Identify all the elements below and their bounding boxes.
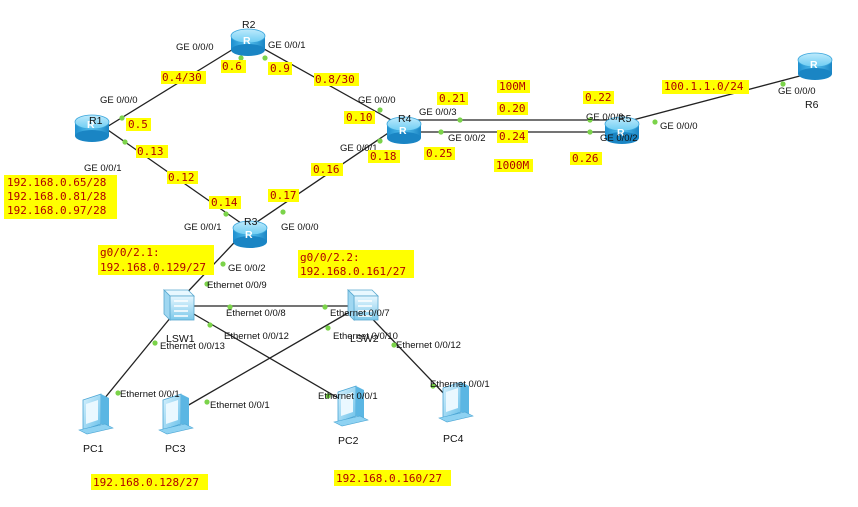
port-label: Ethernet 0/0/1: [120, 389, 180, 400]
port-label: GE 0/0/2: [228, 263, 266, 274]
address-label: 0.5: [128, 118, 148, 131]
subnet-label: 192.168.0.160/27: [336, 472, 442, 485]
router-R3[interactable]: R R3: [232, 216, 268, 249]
switch-LSW2[interactable]: LSW2: [347, 289, 379, 345]
port-label: GE 0/0/0: [358, 95, 396, 106]
address-label: 192.168.0.129/27: [100, 261, 206, 274]
address-label: 0.9: [270, 62, 290, 75]
router-R4[interactable]: R R4: [386, 113, 422, 145]
router-R1[interactable]: R R1: [74, 114, 110, 143]
router-icon-letter: R: [810, 59, 818, 71]
device-name: R2: [242, 19, 256, 31]
router-R5[interactable]: R R5: [604, 113, 640, 145]
address-label: 0.22: [585, 91, 612, 104]
port-label: Ethernet 0/0/10: [333, 331, 398, 342]
address-label: 0.17: [270, 189, 297, 202]
address-label: 0.13: [137, 145, 164, 158]
address-label: 0.10: [346, 111, 373, 124]
device-name: R5: [618, 113, 632, 125]
device-name: R6: [805, 99, 819, 111]
device-name: LSW2: [350, 333, 379, 345]
device-name: PC2: [338, 435, 359, 447]
device-name: PC4: [443, 433, 464, 445]
subinterface-label: g0/0/2.2:: [300, 251, 360, 264]
address-label: 0.18: [370, 150, 397, 163]
port-label: Ethernet 0/0/13: [160, 341, 225, 352]
port-label: GE 0/0/0: [778, 86, 816, 97]
bandwidth-label: 1000M: [496, 159, 529, 172]
port-label: Ethernet 0/0/1: [430, 379, 490, 390]
port-label: GE 0/0/0: [100, 95, 138, 106]
router-icon-letter: R: [617, 127, 625, 139]
port-label: Ethernet 0/0/12: [224, 331, 289, 342]
device-name: R4: [398, 113, 412, 125]
port-label: GE 0/0/1: [84, 163, 122, 174]
port-label: GE 0/0/2: [448, 133, 486, 144]
bandwidth-label: 100M: [499, 80, 526, 93]
address-label: 192.168.0.81/28: [7, 190, 106, 203]
router-icon-letter: R: [399, 125, 407, 137]
address-label: 100.1.1.0/24: [664, 80, 744, 93]
subinterface-label: g0/0/2.1:: [100, 246, 160, 259]
address-label: 0.8/30: [315, 73, 355, 86]
address-label: 0.21: [439, 92, 466, 105]
device-name: LSW1: [166, 333, 195, 345]
port-label: Ethernet 0/0/8: [226, 308, 286, 319]
router-icon-letter: R: [87, 119, 95, 131]
port-dots: [115, 55, 786, 405]
port-labels: GE 0/0/0 GE 0/0/1 GE 0/0/0 GE 0/0/1 GE 0…: [84, 40, 816, 411]
address-label: 0.24: [499, 130, 526, 143]
address-label: 192.168.0.65/28: [7, 176, 106, 189]
port-label: GE 0/0/1: [184, 222, 222, 233]
address-label: 0.4/30: [162, 71, 202, 84]
port-label: GE 0/0/3: [586, 112, 624, 123]
device-name: PC3: [165, 443, 186, 455]
switch-LSW1[interactable]: LSW1: [163, 289, 195, 345]
router-R2[interactable]: R R2: [230, 19, 266, 57]
port-label: GE 0/0/0: [281, 222, 319, 233]
address-label: 0.6: [222, 60, 242, 73]
device-name: PC1: [83, 443, 104, 455]
port-label: Ethernet 0/0/12: [396, 340, 461, 351]
port-label: GE 0/0/2: [600, 133, 638, 144]
port-label: GE 0/0/1: [268, 40, 306, 51]
device-name: R3: [244, 216, 258, 228]
pc-PC2[interactable]: PC2: [333, 385, 369, 447]
port-label: GE 0/0/3: [419, 107, 457, 118]
address-labels: 0.4/30 0.6 0.9 0.8/30 0.5 0.13 0.12 0.14…: [4, 60, 749, 490]
router-R6[interactable]: R R6: [797, 52, 833, 111]
address-label: 192.168.0.97/28: [7, 204, 106, 217]
pc-PC1[interactable]: PC1: [78, 393, 114, 455]
subnet-label: 192.168.0.128/27: [93, 476, 199, 489]
port-label: Ethernet 0/0/9: [207, 280, 267, 291]
port-label: Ethernet 0/0/1: [318, 391, 378, 402]
address-label: 0.20: [499, 102, 526, 115]
port-label: GE 0/0/0: [660, 121, 698, 132]
pc-PC3[interactable]: PC3: [158, 393, 194, 455]
router-icon-letter: R: [243, 35, 251, 47]
port-label: Ethernet 0/0/7: [330, 308, 390, 319]
pc-PC4[interactable]: PC4: [438, 381, 474, 445]
address-label: 0.25: [426, 147, 453, 160]
address-label: 0.16: [313, 163, 340, 176]
address-label: 0.12: [168, 171, 195, 184]
router-icon-letter: R: [245, 229, 253, 241]
port-label: Ethernet 0/0/1: [210, 400, 270, 411]
port-label: GE 0/0/0: [176, 42, 214, 53]
address-label: 192.168.0.161/27: [300, 265, 406, 278]
device-name: R1: [89, 115, 103, 127]
address-label: 0.26: [572, 152, 599, 165]
port-label: GE 0/0/1: [340, 143, 378, 154]
address-label: 0.14: [211, 196, 238, 209]
